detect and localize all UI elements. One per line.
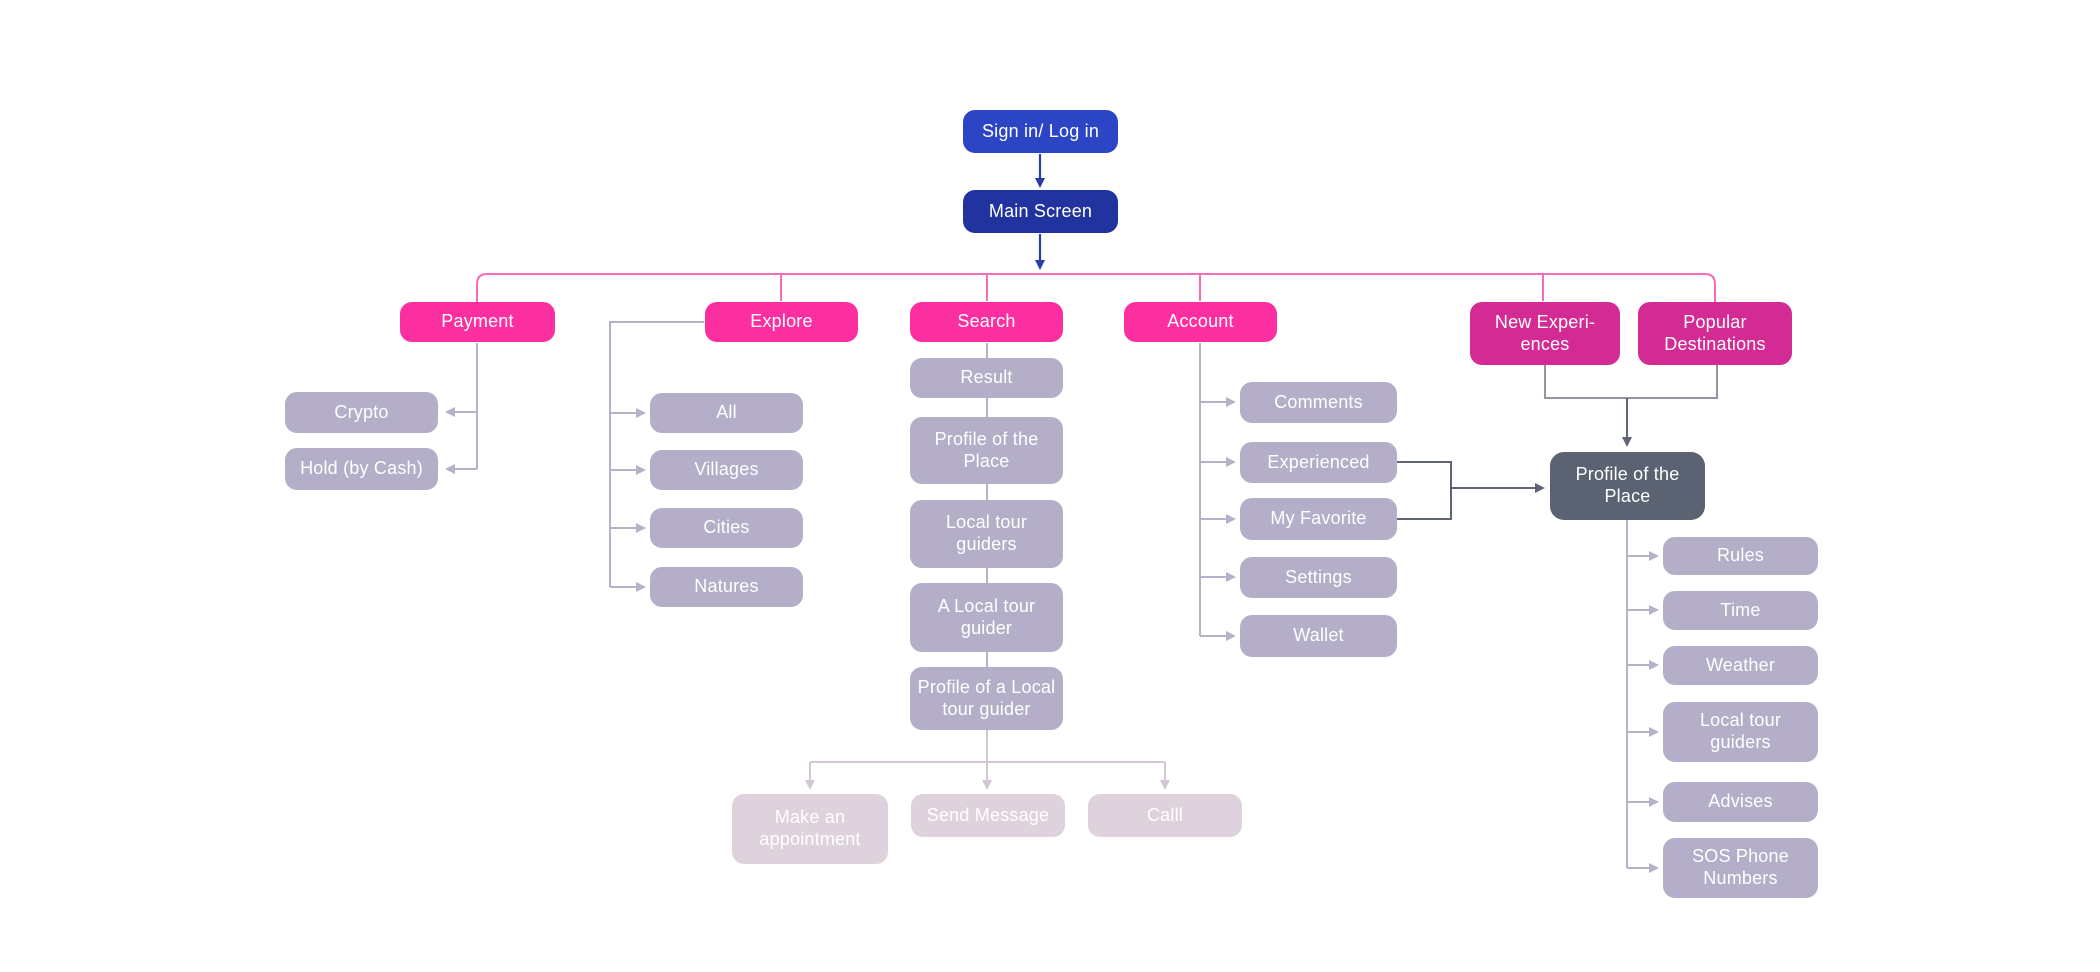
node-sos-phone-numbers: SOS Phone Numbers xyxy=(1663,838,1818,898)
node-label: Explore xyxy=(750,311,813,332)
node-payment: Payment xyxy=(400,302,555,342)
node-profile-of-a-local-tour-guider: Profile of a Local tour guider xyxy=(910,667,1063,730)
merge-new-exp-popular xyxy=(1544,365,1718,399)
node-sign-in: Sign in/ Log in xyxy=(963,110,1118,153)
node-settings: Settings xyxy=(1240,557,1397,598)
node-label: Cities xyxy=(703,517,750,538)
node-make-an-appointment: Make an appointment xyxy=(732,794,888,864)
node-label: Comments xyxy=(1274,391,1363,412)
node-natures: Natures xyxy=(650,567,803,607)
node-label: Account xyxy=(1167,311,1234,332)
node-time: Time xyxy=(1663,591,1818,630)
node-label: A Local tour guider xyxy=(937,595,1036,638)
node-label: Send Message xyxy=(926,804,1050,825)
node-comments: Comments xyxy=(1240,382,1397,423)
node-label: Sign in/ Log in xyxy=(981,120,1100,141)
node-new-experiences: New Experi- ences xyxy=(1470,302,1620,365)
node-label: Result xyxy=(960,367,1013,388)
node-label: Local tour guiders xyxy=(1699,710,1782,752)
node-villages: Villages xyxy=(650,450,803,490)
node-label: Profile of a Local tour guider xyxy=(917,676,1056,719)
node-cities: Cities xyxy=(650,508,803,548)
node-label: All xyxy=(716,402,737,423)
node-advises: Advises xyxy=(1663,782,1818,822)
node-label: Natures xyxy=(694,576,759,597)
node-label: Advises xyxy=(1708,791,1773,812)
node-label: Profile of the Place xyxy=(934,428,1039,471)
node-label: Villages xyxy=(694,459,759,480)
node-crypto: Crypto xyxy=(285,392,438,433)
node-label: Wallet xyxy=(1293,625,1344,646)
node-local-tour-guiders-info: Local tour guiders xyxy=(1663,702,1818,762)
node-wallet: Wallet xyxy=(1240,615,1397,657)
rail-explore xyxy=(609,321,704,587)
node-label: New Experi- ences xyxy=(1494,311,1596,354)
node-label: Crypto xyxy=(334,401,389,422)
node-label: Profile of the Place xyxy=(1575,464,1680,506)
node-main-screen: Main Screen xyxy=(963,190,1118,233)
node-account: Account xyxy=(1124,302,1277,342)
node-profile-of-the-place-details: Profile of the Place xyxy=(1550,452,1705,520)
node-label: Local tour guiders xyxy=(945,512,1028,554)
node-experienced: Experienced xyxy=(1240,442,1397,483)
node-profile-of-the-place: Profile of the Place xyxy=(910,417,1063,484)
node-explore: Explore xyxy=(705,302,858,342)
node-search: Search xyxy=(910,302,1063,342)
node-weather: Weather xyxy=(1663,646,1818,685)
node-label: Main Screen xyxy=(988,200,1093,221)
node-label: Hold (by Cash) xyxy=(300,458,423,479)
node-label: Make an appointment xyxy=(759,807,861,849)
node-my-favorite: My Favorite xyxy=(1240,498,1397,540)
node-calll: Calll xyxy=(1088,794,1242,837)
node-label: My Favorite xyxy=(1270,508,1367,529)
node-label: Time xyxy=(1720,599,1761,620)
node-label: Rules xyxy=(1716,545,1765,566)
node-label: Weather xyxy=(1705,654,1776,675)
node-label: Search xyxy=(957,311,1016,332)
node-label: Payment xyxy=(441,311,514,332)
node-label: Settings xyxy=(1285,566,1352,587)
node-label: Calll xyxy=(1146,804,1183,825)
join-experienced-my-favorite xyxy=(1397,461,1452,520)
node-label: Experienced xyxy=(1267,451,1370,472)
node-popular-destinations: Popular Destinations xyxy=(1638,302,1792,365)
node-hold-by-cash: Hold (by Cash) xyxy=(285,448,438,490)
node-label: Popular Destinations xyxy=(1664,311,1766,354)
node-all: All xyxy=(650,393,803,433)
node-a-local-tour-guider: A Local tour guider xyxy=(910,583,1063,652)
node-rules: Rules xyxy=(1663,537,1818,575)
node-label: SOS Phone Numbers xyxy=(1692,846,1789,888)
trunk-main-screen-children xyxy=(476,273,1716,302)
node-local-tour-guiders: Local tour guiders xyxy=(910,500,1063,568)
node-result: Result xyxy=(910,358,1063,398)
node-send-message: Send Message xyxy=(911,794,1065,837)
branch-guider-actions xyxy=(810,730,1165,763)
